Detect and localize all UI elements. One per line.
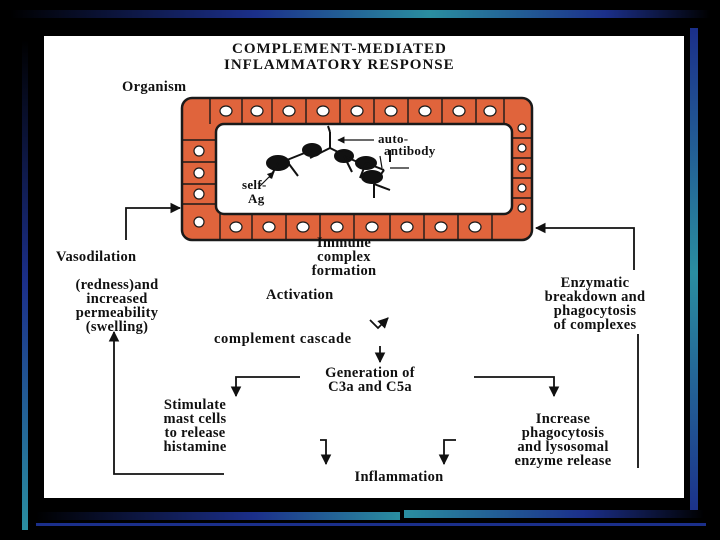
stimulate-line-3: to release <box>164 425 226 441</box>
stimulate-line-1: Stimulate <box>163 397 227 413</box>
enzymatic-line-4: of complexes <box>553 317 637 333</box>
redness-line-3: permeability <box>75 305 159 321</box>
vasodilation-label: Vasodilation <box>56 249 137 265</box>
enzymatic-line-3: phagocytosis <box>553 303 637 319</box>
top-border-bar <box>10 10 710 18</box>
redness-line-1: (redness)and <box>75 277 159 293</box>
generation-line-2: C3a and C5a <box>328 379 412 395</box>
bottom-border-bar-left <box>36 512 400 520</box>
immune-complex-line-1: Immune <box>316 235 372 251</box>
autoantibody-line-1: auto- <box>378 131 409 146</box>
organism-label: Organism <box>122 79 187 95</box>
self-ag-line-1: self- <box>242 177 267 192</box>
complement-diagram <box>108 96 639 475</box>
right-border-bar <box>690 28 698 518</box>
immune-complex-line-2: complex <box>317 249 371 265</box>
redness-line-4: (swelling) <box>85 319 149 335</box>
enzymatic-line-2: breakdown and <box>544 289 646 305</box>
slide-content: COMPLEMENT-MEDIATED INFLAMMATORY RESPONS… <box>44 36 684 498</box>
immune-complex-drawing <box>266 125 391 198</box>
blood-vessel-cells <box>180 96 534 242</box>
redness-line-2: increased <box>86 291 148 307</box>
activation-label: Activation <box>266 287 334 303</box>
complement-cascade-label: complement cascade <box>214 331 352 347</box>
generation-line-1: Generation of <box>325 365 415 381</box>
flow-arrows <box>108 202 639 475</box>
stimulate-line-4: histamine <box>163 439 227 455</box>
title-line-1: COMPLEMENT-MEDIATED <box>232 41 447 57</box>
stimulate-line-2: mast cells <box>163 411 227 427</box>
inflammation-label: Inflammation <box>354 469 444 485</box>
enzymatic-line-1: Enzymatic <box>560 275 630 291</box>
immune-complex-line-3: formation <box>311 263 377 279</box>
bottom-border-line <box>36 523 706 526</box>
left-border-bar <box>22 40 28 530</box>
increase-line-1: Increase <box>535 411 591 427</box>
autoantibody-line-2: antibody <box>384 143 436 158</box>
increase-line-2: phagocytosis <box>521 425 605 441</box>
title-line-2: INFLAMMATORY RESPONSE <box>224 57 455 73</box>
increase-line-4: enzyme release <box>514 453 612 469</box>
bottom-border-bar-right <box>404 510 704 518</box>
increase-line-3: and lysosomal <box>517 439 609 455</box>
self-ag-line-2: Ag <box>248 191 265 206</box>
